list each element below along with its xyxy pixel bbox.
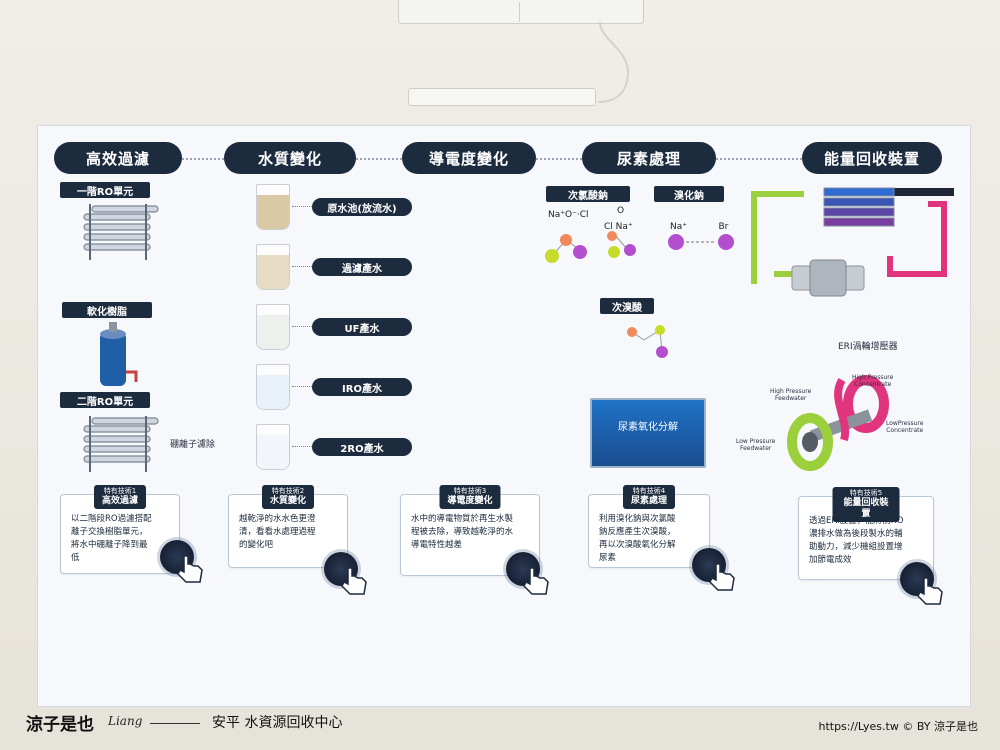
stage-conductivity-change[interactable]: 導電度變化 — [402, 142, 536, 174]
glass-label: IRO產水 — [312, 378, 412, 396]
filtered-water-glass-icon — [256, 244, 290, 290]
card-tag: 特有技術4 — [632, 487, 666, 495]
glass-row: 原水池(放流水) — [256, 184, 416, 232]
stage-connector — [182, 158, 224, 160]
tech-card-4[interactable]: 特有技術4 尿素處理 利用溴化鈉與次氯酸鈉反應產生次溴酸，再以次溴酸氧化分解尿素 — [588, 485, 710, 568]
stage-connector — [716, 158, 802, 160]
glass-label: UF產水 — [312, 318, 412, 336]
stage-connector — [356, 158, 402, 160]
ro-unit-icon — [83, 416, 159, 472]
glass-row: 2RO產水 — [256, 424, 416, 472]
card-title: 水質變化 — [269, 496, 307, 506]
hypochlorite-ions: Cl Na⁺ — [604, 222, 633, 232]
stage-high-efficiency-filtration[interactable]: 高效過濾 — [54, 142, 182, 174]
card-tag: 特有技術2 — [271, 487, 305, 495]
ro-unit-icon — [83, 204, 159, 260]
card-body: 透過ERI設置，能將前RO濃排水做為後段製水的輔助動力，減少機組設置增加節電成效 — [809, 516, 904, 565]
bromide-label: 溴化鈉 — [654, 186, 724, 202]
glass-label: 過濾產水 — [312, 258, 412, 276]
2ro-water-glass-icon — [256, 424, 290, 470]
hand-pointer-icon — [709, 563, 735, 591]
connector-line — [292, 446, 312, 447]
card-header: 特有技術1 高效過濾 — [93, 485, 147, 509]
card-body: 利用溴化鈉與次氯酸鈉反應產生次溴酸，再以次溴酸氧化分解尿素 — [599, 514, 676, 563]
hand-pointer-icon — [341, 567, 367, 595]
card-title: 導電度變化 — [447, 496, 493, 506]
connector-line — [292, 326, 312, 327]
stage-energy-recovery[interactable]: 能量回收裝置 — [802, 142, 942, 174]
hypobromous-molecule-icon — [627, 325, 668, 358]
first-ro-label: 一階RO單元 — [60, 182, 150, 198]
connector-line — [292, 266, 312, 267]
hypochlorite-formula: Na⁺O⁻·Cl — [548, 210, 589, 220]
stage-water-quality-change[interactable]: 水質變化 — [224, 142, 356, 174]
card-tag: 特有技術1 — [103, 487, 137, 495]
hp-feed-label: High Pressure Feedwater — [770, 388, 812, 403]
hand-pointer-icon — [177, 555, 203, 583]
ceiling-fixture — [398, 0, 644, 24]
hypochlorite-label: 次氯酸鈉 — [546, 186, 630, 202]
hp-conc-label: High Pressure Concentrate — [852, 374, 894, 389]
tech-card-2[interactable]: 特有技術2 水質變化 越乾淨的水水色更澄清，看看水處理過程的變化吧 — [228, 485, 348, 568]
molecule-icons — [545, 231, 734, 263]
eri-title: ERI渦輪增壓器 — [838, 342, 898, 352]
watermark-logo: 涼子是也 — [26, 715, 94, 735]
hypochlorite-o: O — [617, 206, 625, 216]
card-title: 尿素處理 — [630, 496, 668, 506]
iro-water-glass-icon — [256, 364, 290, 410]
card-title: 高效過濾 — [101, 496, 139, 506]
hypobromous-label: 次溴酸 — [600, 298, 654, 314]
card-body: 水中的導電物質於再生水製程被去除，導致越乾淨的水導電特性越差 — [411, 514, 514, 550]
glass-row: UF產水 — [256, 304, 416, 352]
card-body: 以二階段RO過濾搭配離子交換樹脂單元，將水中硼離子降到最低 — [71, 514, 152, 563]
card-tag: 特有技術3 — [453, 487, 487, 495]
reactor-label: 尿素氧化分解 — [618, 422, 678, 433]
hand-pointer-icon — [917, 577, 943, 605]
lp-conc-label: LowPressure Concentrate — [886, 420, 924, 435]
tech-card-5[interactable]: 特有技術5 能量回收裝置 透過ERI設置，能將前RO濃排水做為後段製水的輔助動力… — [798, 487, 934, 580]
lp-feed-label: Low Pressure Feedwater — [736, 438, 776, 453]
glass-label: 原水池(放流水) — [312, 198, 412, 216]
second-ro-label: 二階RO單元 — [60, 392, 150, 408]
watermark-script: Liang — [108, 714, 143, 728]
softener-tank-icon — [100, 322, 138, 386]
card-header: 特有技術3 導電度變化 — [439, 485, 501, 509]
glass-label: 2RO產水 — [312, 438, 412, 456]
card-tag: 特有技術5 — [849, 489, 883, 497]
raw-water-glass-icon — [256, 184, 290, 230]
watermark-underline — [150, 723, 200, 724]
urea-reactor-icon: 尿素氧化分解 — [590, 398, 706, 468]
card-header: 特有技術4 尿素處理 — [622, 485, 676, 509]
card-header: 特有技術2 水質變化 — [261, 485, 315, 509]
glass-row: IRO產水 — [256, 364, 416, 412]
hand-pointer-icon — [523, 567, 549, 595]
location-caption: 安平 水資源回收中心 — [212, 715, 343, 731]
tech-card-1[interactable]: 特有技術1 高效過濾 以二階段RO過濾搭配離子交換樹脂單元，將水中硼離子降到最低 — [60, 485, 180, 574]
boron-removal-text: 硼離子濾除 — [170, 440, 216, 450]
uf-water-glass-icon — [256, 304, 290, 350]
softener-label: 軟化樹脂 — [62, 302, 152, 318]
eri-pipeline-icon — [751, 187, 954, 297]
credit-text: https://Lyes.tw © BY 涼子是也 — [818, 720, 978, 733]
connector-line — [292, 206, 312, 207]
card-title: 能量回收裝置 — [843, 498, 889, 519]
card-body: 越乾淨的水水色更澄清，看看水處理過程的變化吧 — [239, 514, 316, 550]
card-header: 特有技術5 能量回收裝置 — [832, 487, 900, 522]
eri-turbo-icon — [787, 375, 889, 471]
bromide-ions: Na⁺ Br — [670, 222, 729, 232]
stage-urea-treatment[interactable]: 尿素處理 — [582, 142, 716, 174]
projector-bar — [408, 88, 596, 106]
connector-line — [292, 386, 312, 387]
stage-connector — [536, 158, 582, 160]
power-cable — [597, 21, 630, 103]
glass-row: 過濾產水 — [256, 244, 416, 292]
